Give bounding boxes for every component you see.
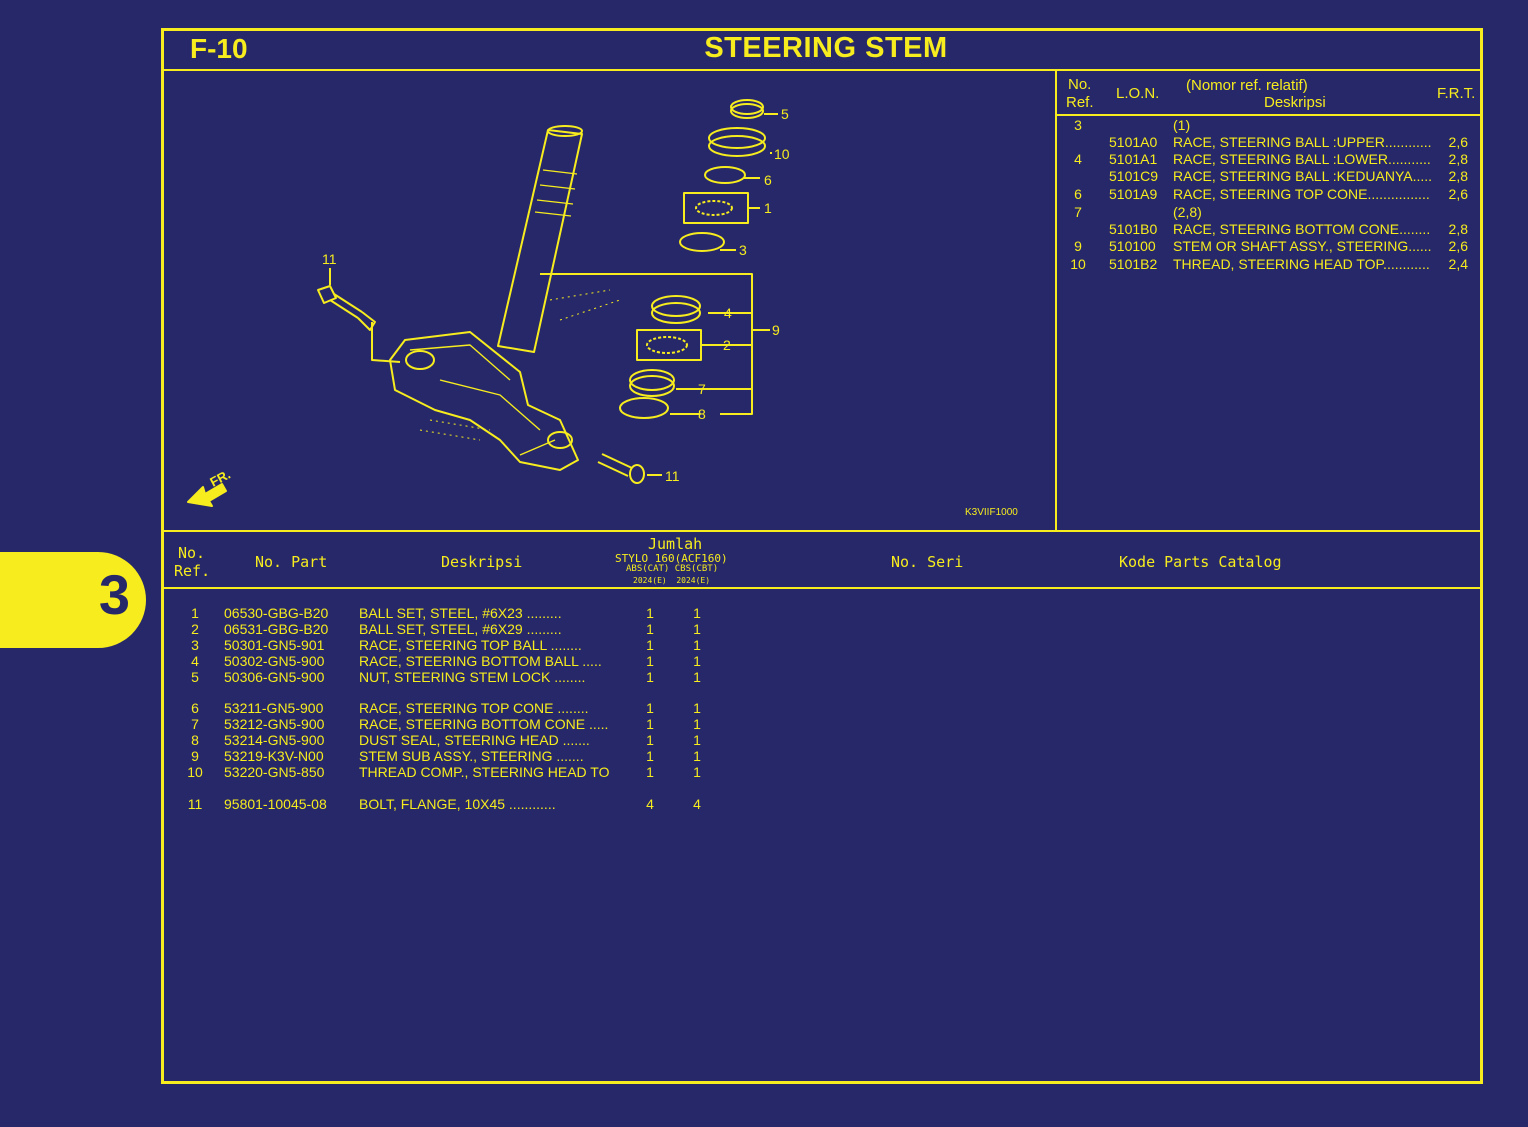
chapter-tab[interactable]: 3	[0, 552, 146, 648]
callout-1: 1	[764, 200, 772, 216]
steering-stem-diagram: 5 10 6 1 3 4 9 2 7 8 11 11 FR. K3VIIF100…	[187, 99, 1018, 518]
callout-11: 11	[322, 251, 337, 267]
divider	[161, 587, 1483, 589]
parts-header-no: No.	[178, 544, 206, 562]
callout-5: 5	[781, 106, 789, 122]
callout-4: 4	[724, 305, 732, 321]
page-title: STEERING STEM	[704, 32, 948, 64]
lon-row: 7(2,8)	[1074, 204, 1202, 220]
divider	[161, 530, 1483, 532]
lon-header-lon: L.O.N.	[1116, 85, 1160, 102]
callout-8: 8	[698, 406, 706, 422]
divider	[161, 69, 1483, 71]
callout-6: 6	[764, 172, 772, 188]
callout-11: 11	[665, 468, 680, 484]
parts-header-kode: Kode Parts Catalog	[1119, 553, 1282, 571]
parts-header-model: STYLO 160(ACF160)	[615, 552, 728, 565]
page-frame	[161, 28, 1483, 1084]
chapter-number: 3	[98, 563, 130, 626]
lon-header-desc: Deskripsi	[1264, 94, 1326, 111]
parts-header-part: No. Part	[255, 553, 328, 571]
lon-header-ref: Ref.	[1066, 94, 1094, 111]
parts-header-ref: Ref.	[174, 562, 211, 580]
front-label: FR.	[207, 467, 233, 490]
lon-header-nomor: (Nomor ref. relatif)	[1186, 77, 1308, 94]
parts-header-years: 2024(E) 2024(E)	[633, 576, 711, 585]
lon-header-frt: F.R.T.	[1437, 85, 1476, 102]
callout-7: 7	[698, 381, 706, 397]
callout-2: 2	[723, 337, 731, 353]
section-code: F-10	[190, 33, 248, 64]
callout-9: 9	[772, 322, 780, 338]
illustration-code: K3VIIF1000	[965, 507, 1018, 518]
divider	[1055, 69, 1057, 531]
callout-10: 10	[774, 146, 790, 162]
parts-header-variants: ABS(CAT) CBS(CBT)	[626, 564, 719, 574]
lon-header-no: No.	[1068, 76, 1092, 93]
parts-header-jumlah: Jumlah	[648, 535, 703, 553]
callout-3: 3	[739, 242, 747, 258]
parts-header-desc: Deskripsi	[441, 553, 523, 571]
divider	[1055, 114, 1483, 116]
parts-header-seri: No. Seri	[891, 553, 964, 571]
lon-row: 3(1)	[1074, 117, 1191, 133]
